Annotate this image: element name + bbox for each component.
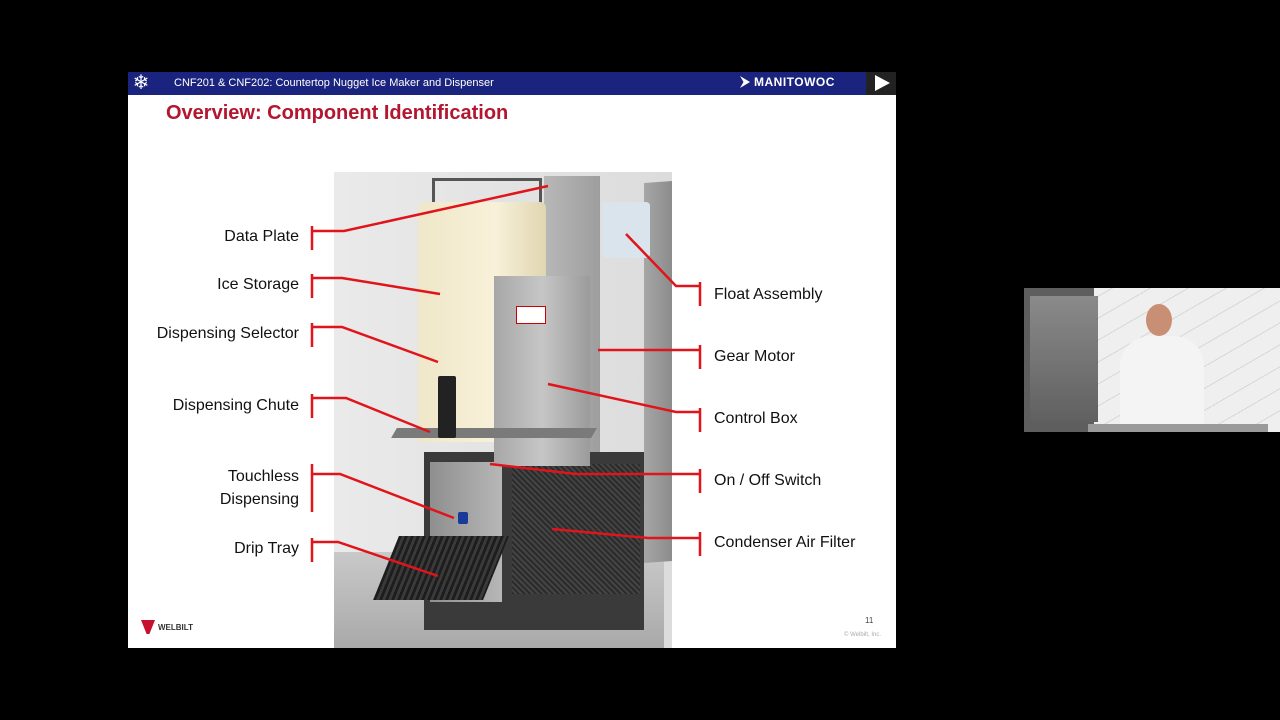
label-drip-tray: Drip Tray xyxy=(234,540,299,557)
desk xyxy=(1088,424,1268,432)
label-dispensing: Dispensing xyxy=(219,491,299,508)
label-dispensing-selector: Dispensing Selector xyxy=(156,325,299,342)
background-ice-machine xyxy=(1030,296,1098,422)
leader-gear-motor xyxy=(598,345,702,369)
leader-dispensing-chute xyxy=(310,394,431,434)
banner-title: CNF201 & CNF202: Countertop Nugget Ice M… xyxy=(174,77,494,89)
snowflake-icon: ❄ xyxy=(132,72,150,94)
copyright: © Welbilt, Inc. xyxy=(844,632,881,638)
presenter xyxy=(1116,296,1208,432)
label-float-assembly: Float Assembly xyxy=(714,286,823,303)
tank-handle xyxy=(432,178,542,211)
leader-condenser-filter xyxy=(551,527,702,556)
warning-label xyxy=(516,306,546,324)
slide-title: Overview: Component Identification xyxy=(166,102,509,124)
label-gear-motor: Gear Motor xyxy=(714,348,795,365)
touchless-sensor-icon xyxy=(458,512,468,524)
welbilt-mark-icon xyxy=(141,620,155,634)
presenter-shirt xyxy=(1120,336,1204,432)
leader-lines xyxy=(310,184,702,578)
label-condenser-air-filter: Condenser Air Filter xyxy=(714,534,856,551)
presenter-head xyxy=(1146,304,1172,336)
label-dispensing-chute: Dispensing Chute xyxy=(172,397,299,414)
label-ice-storage: Ice Storage xyxy=(217,276,299,293)
selector-part xyxy=(438,376,456,438)
manitowoc-mark-icon xyxy=(740,76,750,88)
play-icon[interactable] xyxy=(866,72,896,95)
welbilt-text: WELBILT xyxy=(158,622,193,632)
label-data-plate: Data Plate xyxy=(224,228,299,245)
label-on-off-switch: On / Off Switch xyxy=(714,472,822,489)
leader-ice-storage xyxy=(310,274,441,298)
slide-banner: ❄ CNF201 & CNF202: Countertop Nugget Ice… xyxy=(128,72,896,95)
condenser-filter-part xyxy=(512,464,640,594)
float-assembly-part xyxy=(602,202,650,258)
label-touchless: Touchless xyxy=(227,468,299,485)
label-control-box: Control Box xyxy=(714,410,798,427)
presentation-slide: ❄ CNF201 & CNF202: Countertop Nugget Ice… xyxy=(128,72,896,648)
brand-text: MANITOWOC xyxy=(754,75,835,89)
leader-float-assembly xyxy=(625,233,702,306)
page-number: 11 xyxy=(865,616,874,625)
presenter-video xyxy=(1024,288,1280,432)
leader-control-box xyxy=(547,382,702,432)
leader-on-off-switch xyxy=(489,462,702,493)
leader-dispensing-selector xyxy=(310,323,439,364)
leader-drip-tray xyxy=(310,538,439,578)
welbilt-logo: WELBILT xyxy=(141,620,193,634)
ice-machine-photo xyxy=(334,172,672,648)
leader-touchless xyxy=(310,464,455,520)
manitowoc-logo: MANITOWOC xyxy=(740,75,835,89)
leader-data-plate xyxy=(310,184,549,250)
